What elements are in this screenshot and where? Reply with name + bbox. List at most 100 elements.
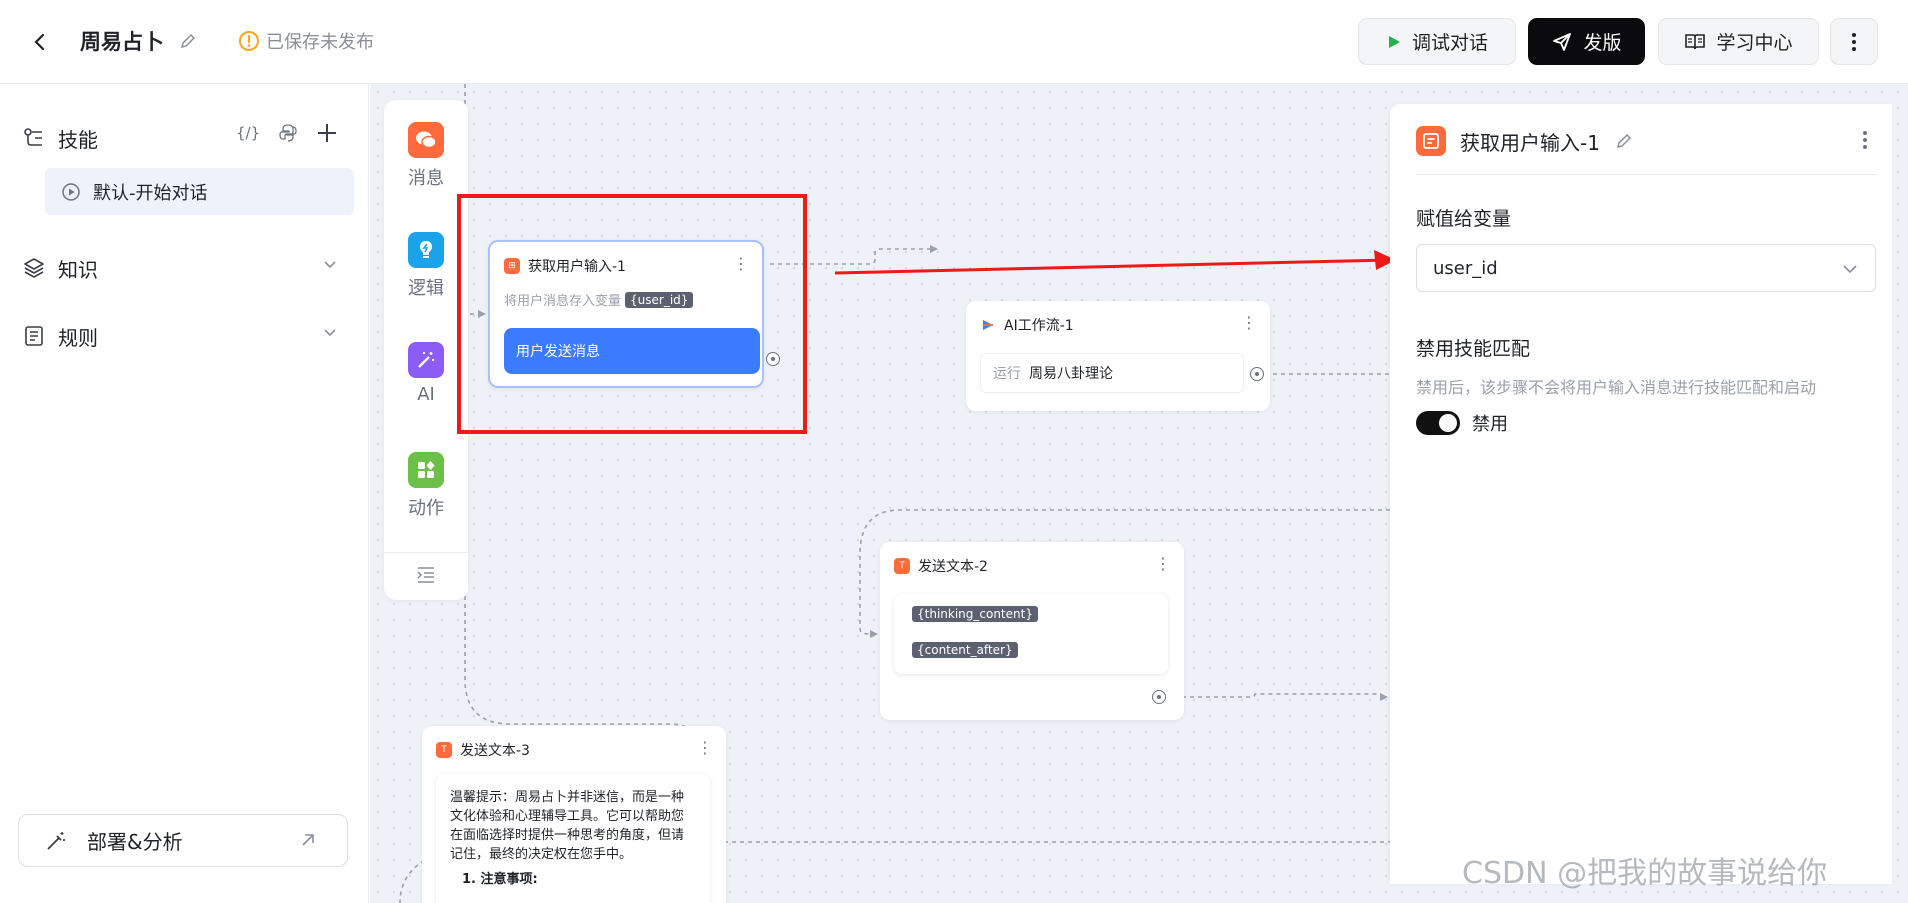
notice-list-item: 1. 注意事项: bbox=[462, 872, 538, 887]
code-skill-icon[interactable]: {/} bbox=[236, 124, 261, 142]
output-port[interactable] bbox=[1152, 690, 1166, 704]
skills-icon bbox=[24, 128, 42, 146]
panel-menu-icon[interactable] bbox=[1862, 130, 1868, 154]
palette-label-ai: AI bbox=[417, 384, 435, 405]
thinking-content-tag: {thinking_content} bbox=[912, 606, 1038, 622]
palette-item-ai[interactable]: AI bbox=[384, 342, 468, 405]
skills-tools: {/} bbox=[236, 122, 338, 144]
message-content-box[interactable]: 温馨提示：周易占卜并非迷信，而是一种文化体验和心理辅导工具。它可以帮助您在面临选… bbox=[436, 774, 710, 903]
chevron-down-icon bbox=[1843, 265, 1857, 274]
run-label: 运行 bbox=[993, 366, 1021, 382]
chat-bubbles-icon bbox=[408, 122, 444, 158]
layers-icon bbox=[24, 258, 44, 278]
warning-circle-icon bbox=[239, 31, 259, 51]
book-open-icon bbox=[1685, 33, 1706, 49]
annotation-highlight-box bbox=[457, 194, 807, 434]
edit-title-icon[interactable] bbox=[178, 31, 200, 53]
publish-button[interactable]: 发版 bbox=[1528, 18, 1645, 65]
deploy-analysis-button[interactable]: 部署&分析 bbox=[18, 814, 348, 867]
node-properties-panel: 获取用户输入-1 赋值给变量 user_id 禁用技能匹配 禁用后，该步骤不会将… bbox=[1390, 104, 1892, 884]
send-plane-icon bbox=[1553, 32, 1572, 51]
node-header: T 发送文本-2 bbox=[894, 556, 988, 576]
play-circle-icon bbox=[62, 182, 80, 201]
send-text-node-icon: T bbox=[894, 558, 910, 574]
chevron-left-icon bbox=[34, 33, 45, 51]
app-title: 周易占卜 bbox=[80, 30, 164, 54]
node-title: 获取用户输入-1 bbox=[528, 259, 626, 275]
skills-title: 技能 bbox=[58, 127, 98, 152]
skill-item-default-start[interactable]: 默认-开始对话 bbox=[45, 168, 354, 215]
toggle-label: 禁用 bbox=[1472, 414, 1508, 435]
edit-node-name-icon[interactable] bbox=[1614, 131, 1634, 151]
branch-label: 用户发送消息 bbox=[516, 344, 600, 360]
knowledge-title: 知识 bbox=[58, 257, 98, 282]
rules-title: 规则 bbox=[58, 325, 98, 350]
user-sends-message-branch[interactable]: 用户发送消息 bbox=[504, 328, 760, 374]
node-menu-icon[interactable]: ⋮ bbox=[733, 254, 749, 273]
watermark-text: CSDN @把我的故事说给你 bbox=[1462, 856, 1828, 891]
rules-section-header[interactable]: 规则 bbox=[22, 318, 352, 354]
disable-skill-match-hint: 禁用后，该步骤不会将用户输入消息进行技能匹配和启动 bbox=[1416, 378, 1817, 397]
publish-label: 发版 bbox=[1583, 32, 1622, 54]
workflow-run-field[interactable]: 运行 周易八卦理论 bbox=[980, 353, 1244, 393]
learning-center-label: 学习中心 bbox=[1716, 32, 1793, 54]
node-palette: 消息 逻辑 AI 动作 bbox=[384, 100, 468, 600]
input-node-icon: ⊞ bbox=[504, 258, 520, 274]
skills-section-header[interactable]: 技能 bbox=[22, 120, 98, 156]
content-after-tag: {content_after} bbox=[912, 642, 1018, 658]
node-title: 发送文本-3 bbox=[460, 743, 530, 759]
magic-wand-icon bbox=[408, 342, 444, 378]
node-menu-icon[interactable]: ⋮ bbox=[1155, 554, 1171, 573]
collapse-palette-icon[interactable] bbox=[416, 566, 436, 588]
palette-item-logic[interactable]: 逻辑 bbox=[384, 232, 468, 300]
learning-center-button[interactable]: 学习中心 bbox=[1658, 18, 1819, 65]
deploy-analysis-label: 部署&分析 bbox=[87, 830, 183, 854]
input-node-icon bbox=[1416, 126, 1446, 156]
palette-item-message[interactable]: 消息 bbox=[384, 122, 468, 190]
node-ai-workflow[interactable]: AI工作流-1 ⋮ 运行 周易八卦理论 bbox=[966, 301, 1270, 411]
run-value: 周易八卦理论 bbox=[1029, 366, 1113, 382]
node-get-user-input[interactable]: ⊞ 获取用户输入-1 ⋮ 将用户消息存入变量 {user_id} 用户发送消息 bbox=[488, 240, 780, 388]
panel-divider bbox=[1416, 174, 1876, 175]
node-description: 将用户消息存入变量 {user_id} bbox=[504, 290, 694, 309]
message-content-box[interactable]: {thinking_content} {content_after} bbox=[894, 594, 1168, 674]
tip-text: 温馨提示：周易占卜并非迷信，而是一种文化体验和心理辅导工具。它可以帮助您在面临选… bbox=[450, 790, 685, 862]
panel-title: 获取用户输入-1 bbox=[1460, 130, 1600, 155]
bulb-icon bbox=[408, 232, 444, 268]
output-port[interactable] bbox=[1250, 367, 1264, 381]
debug-chat-button[interactable]: 调试对话 bbox=[1358, 18, 1516, 65]
node-send-text-3[interactable]: T 发送文本-3 ⋮ 温馨提示：周易占卜并非迷信，而是一种文化体验和心理辅导工具… bbox=[422, 726, 726, 903]
grid-apps-icon bbox=[408, 452, 444, 488]
workflow-node-icon bbox=[980, 317, 996, 333]
skill-item-label: 默认-开始对话 bbox=[93, 182, 208, 204]
more-vertical-icon bbox=[1852, 32, 1856, 51]
play-icon bbox=[1388, 35, 1400, 48]
save-status-text: 已保存未发布 bbox=[266, 32, 374, 53]
palette-label-action: 动作 bbox=[408, 498, 444, 519]
send-text-node-icon: T bbox=[436, 742, 452, 758]
palette-label-message: 消息 bbox=[408, 168, 444, 189]
add-skill-icon[interactable] bbox=[316, 122, 338, 144]
chevron-down-icon bbox=[324, 261, 336, 269]
node-desc-text: 将用户消息存入变量 bbox=[504, 294, 622, 309]
disable-skill-match-toggle[interactable] bbox=[1416, 411, 1460, 435]
variable-tag: {user_id} bbox=[625, 291, 694, 308]
assign-variable-select[interactable]: user_id bbox=[1416, 244, 1876, 292]
save-status: 已保存未发布 bbox=[238, 28, 374, 54]
node-menu-icon[interactable]: ⋮ bbox=[1241, 313, 1257, 332]
palette-item-action[interactable]: 动作 bbox=[384, 452, 468, 520]
node-send-text-2[interactable]: T 发送文本-2 ⋮ {thinking_content} {content_a… bbox=[880, 542, 1184, 720]
node-title: AI工作流-1 bbox=[1004, 318, 1074, 334]
python-icon[interactable] bbox=[278, 123, 298, 143]
knowledge-section-header[interactable]: 知识 bbox=[22, 250, 352, 286]
top-bar: 周易占卜 已保存未发布 调试对话 发版 学习中心 bbox=[0, 0, 1908, 84]
debug-chat-label: 调试对话 bbox=[1411, 32, 1488, 54]
panel-header: 获取用户输入-1 bbox=[1416, 126, 1634, 156]
node-header: T 发送文本-3 bbox=[436, 740, 530, 760]
output-port[interactable] bbox=[766, 352, 780, 366]
back-button[interactable] bbox=[24, 26, 56, 58]
disable-toggle-row: 禁用 bbox=[1416, 410, 1508, 436]
palette-label-logic: 逻辑 bbox=[408, 278, 444, 299]
more-options-button[interactable] bbox=[1830, 18, 1878, 65]
node-menu-icon[interactable]: ⋮ bbox=[697, 738, 713, 757]
